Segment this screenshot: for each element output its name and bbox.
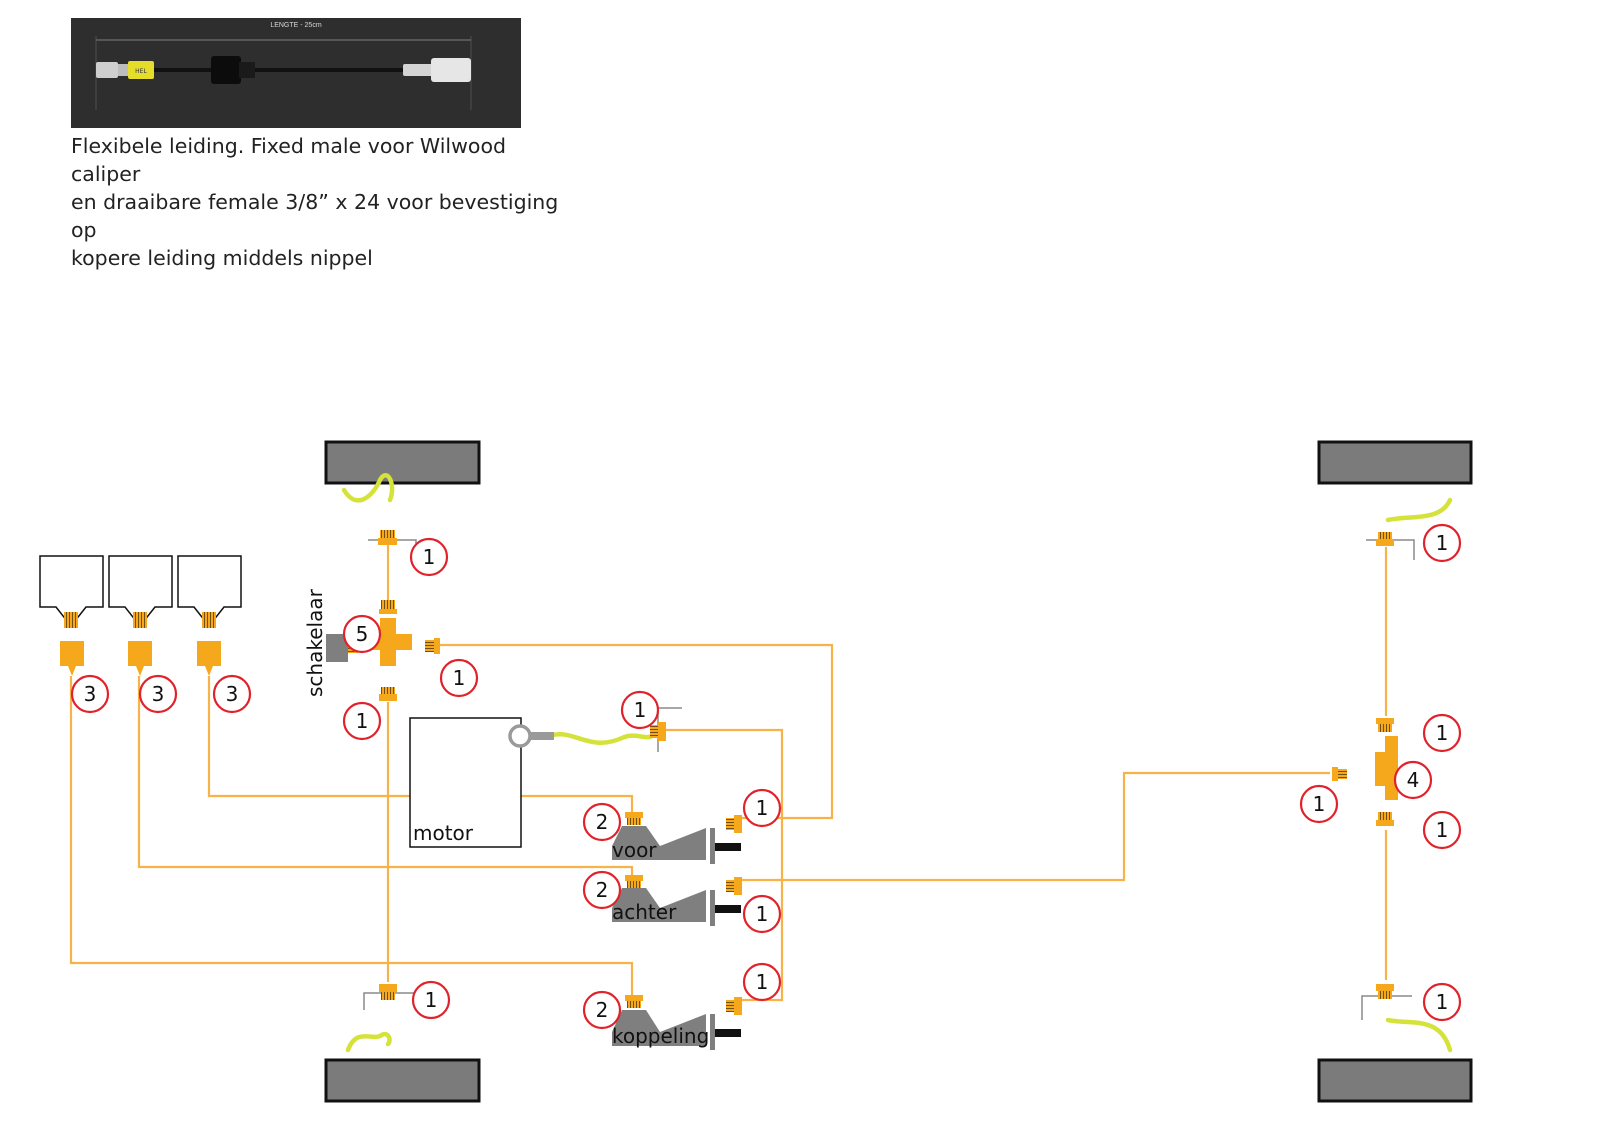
marker-circle — [439, 658, 479, 698]
marker-circle — [1422, 982, 1462, 1022]
caption-line: Flexibele leiding. Fixed male voor Wilwo… — [71, 134, 506, 186]
marker-label: 2 — [596, 810, 609, 834]
marker-circle — [620, 690, 660, 730]
marker-label: 4 — [1407, 768, 1420, 792]
rear-tee-block — [1375, 736, 1398, 800]
master-cylinder-voor — [612, 826, 706, 860]
marker-label: 3 — [84, 682, 97, 706]
marker-circle — [742, 894, 782, 934]
marker-label: 3 — [152, 682, 165, 706]
marker-circle — [1393, 760, 1433, 800]
markers — [70, 523, 1462, 1030]
bracket-front-bottom — [363, 992, 416, 1010]
line-motor-to-koppeling — [666, 728, 784, 1002]
marker-circle — [742, 788, 782, 828]
reservoir-2 — [108, 555, 173, 628]
bracket-rear-bottom — [1361, 995, 1412, 1020]
marker-label: 1 — [1313, 792, 1326, 816]
flex-hose-front-top — [341, 473, 395, 503]
marker-label: 1 — [356, 709, 369, 733]
marker-label: 1 — [634, 698, 647, 722]
male-fitting-icon — [96, 62, 118, 78]
master-cylinder-achter — [612, 888, 706, 922]
length-label: LENGTE - 25cm — [270, 22, 322, 29]
brake-lines — [69, 545, 1388, 1002]
marker-circle — [582, 870, 622, 910]
marker-label: 1 — [756, 796, 769, 820]
female-fitting-icon — [403, 64, 433, 76]
line-achter-to-rear — [742, 771, 1330, 882]
rear-top-wheel — [1317, 440, 1473, 485]
motor-block — [409, 717, 522, 848]
motor-label: motor — [413, 821, 474, 845]
slave-port-icon — [508, 724, 532, 748]
marker-label: 1 — [453, 666, 466, 690]
front-left-top-wheel — [324, 440, 481, 485]
caption-line: en draaibare female 3/8” x 24 voor beves… — [71, 190, 559, 242]
badge-text: HEL — [135, 68, 147, 75]
flex-hose-photo: LENGTE - 25cm HEL — [71, 18, 521, 128]
rear-bottom-wheel — [1317, 1058, 1473, 1103]
marker-circle — [582, 802, 622, 842]
hel-badge-icon — [128, 61, 154, 79]
koppeling-label: koppeling — [612, 1024, 709, 1048]
reservoir-hose-fitting-3 — [197, 641, 221, 676]
schakelaar-label: schakelaar — [303, 588, 327, 697]
marker-label: 1 — [756, 970, 769, 994]
master-cylinder-koppeling — [612, 1010, 706, 1046]
marker-label: 1 — [1436, 990, 1449, 1014]
fittings — [378, 530, 1394, 1015]
caption-line: kopere leiding middels nippel — [71, 246, 373, 270]
achter-label: achter — [612, 900, 677, 924]
marker-circle — [1422, 523, 1462, 563]
marker-label: 1 — [1436, 818, 1449, 842]
marker-circle — [1299, 784, 1339, 824]
flex-hose-rear-bottom — [1385, 1017, 1453, 1053]
brake-light-switch — [326, 634, 348, 662]
reservoir-1 — [39, 555, 104, 628]
black-fitting-icon — [211, 56, 241, 84]
marker-label: 2 — [596, 998, 609, 1022]
line-reservoir1-to-koppeling — [69, 676, 634, 995]
marker-label: 1 — [1436, 531, 1449, 555]
marker-circle — [1422, 713, 1462, 753]
marker-label: 1 — [425, 988, 438, 1012]
line-switch-to-master-front — [438, 643, 834, 820]
marker-label: 2 — [596, 878, 609, 902]
line-reservoir2-to-achter — [137, 676, 634, 875]
reservoir-3 — [177, 555, 242, 628]
reservoir-hose-fitting-2 — [128, 641, 152, 676]
marker-label: 3 — [226, 682, 239, 706]
reservoirs — [39, 555, 242, 676]
master-cylinders — [612, 826, 741, 1050]
marker-label: 1 — [1436, 721, 1449, 745]
marker-label: 1 — [423, 545, 436, 569]
marker-label: 1 — [756, 902, 769, 926]
flex-hose-rear-top — [1385, 497, 1453, 523]
marker-circle — [138, 674, 178, 714]
photo-caption: Flexibele leiding. Fixed male voor Wilwo… — [71, 132, 571, 272]
marker-circle — [1422, 810, 1462, 850]
marker-circle — [742, 962, 782, 1002]
flex-hose-motor — [550, 732, 655, 745]
flex-hose-front-bottom — [345, 1031, 392, 1053]
marker-label: 5 — [356, 622, 369, 646]
voor-label: voor — [612, 838, 657, 862]
marker-circle — [409, 537, 449, 577]
front-tee-block — [364, 618, 412, 666]
marker-circle — [411, 980, 451, 1020]
reservoir-hose-fitting-1 — [60, 641, 84, 676]
front-left-bottom-wheel — [324, 1058, 481, 1103]
marker-circle — [342, 701, 382, 741]
marker-circle — [212, 674, 252, 714]
marker-circle — [70, 674, 110, 714]
marker-circle — [342, 614, 382, 654]
marker-circle — [582, 990, 622, 1030]
